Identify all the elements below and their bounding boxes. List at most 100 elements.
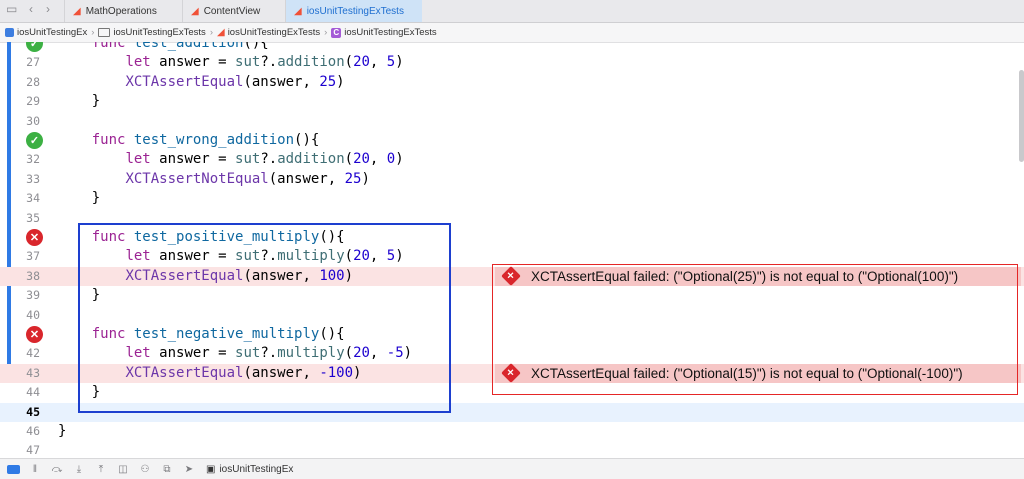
project-icon — [5, 28, 14, 37]
pause-icon[interactable]: ‖ — [32, 463, 38, 475]
tab-label: MathOperations — [85, 5, 157, 17]
code-line[interactable]: 29 } — [0, 92, 1024, 111]
code-line[interactable]: 30 — [0, 112, 1024, 131]
line-number: 42 — [26, 346, 40, 361]
app-icon: ▣ — [206, 463, 216, 475]
line-number: 30 — [26, 113, 40, 128]
code-text: XCTAssertEqual(answer, 100) — [125, 267, 354, 284]
change-bar — [7, 42, 11, 383]
step-into-icon[interactable]: ⤓ — [76, 463, 82, 475]
code-text: let answer = sut?.addition(20, 0) — [125, 151, 404, 168]
line-number: 38 — [26, 268, 40, 283]
line-number: 32 — [26, 152, 40, 167]
line-number: 35 — [26, 210, 40, 225]
line-number: 33 — [26, 171, 40, 186]
error-message: XCTAssertEqual failed: ("Optional(15)") … — [531, 365, 963, 381]
swift-file-icon: ◢ — [73, 5, 81, 17]
chevron-right-icon: › — [91, 27, 95, 38]
environment-icon[interactable]: ⧉ — [163, 463, 171, 475]
code-text: func test_wrong_addition(){ — [91, 132, 320, 148]
code-text: } — [58, 287, 101, 304]
breadcrumb-file[interactable]: ◢ iosUnitTestingExTests — [216, 27, 321, 38]
tab-iosunittestingextests[interactable]: ◢ iosUnitTestingExTests — [285, 0, 422, 22]
line-number: 27 — [26, 55, 40, 70]
test-passed-icon[interactable]: ✓ — [26, 42, 43, 52]
code-line[interactable]: 44 } — [0, 383, 1024, 402]
folder-icon — [98, 28, 111, 37]
swift-file-icon: ◢ — [294, 5, 302, 17]
vertical-scrollbar[interactable] — [1019, 70, 1024, 162]
code-line[interactable]: 33 XCTAssertNotEqual(answer, 25) — [0, 170, 1024, 189]
chevron-right-icon: › — [209, 27, 213, 38]
swift-file-icon: ◢ — [191, 5, 199, 17]
code-line[interactable]: 37 let answer = sut?.multiply(20, 5) — [0, 247, 1024, 266]
code-line[interactable]: 31 func test_wrong_addition(){ — [0, 131, 1024, 150]
code-text: } — [58, 423, 67, 439]
code-line[interactable]: 46} — [0, 422, 1024, 441]
line-number: 37 — [26, 249, 40, 264]
code-line[interactable]: 34 } — [0, 189, 1024, 208]
tab-bar: ▭ ‹ › ◢ MathOperations ◢ ContentView ◢ i… — [0, 0, 1024, 23]
code-text: let answer = sut?.multiply(20, 5) — [125, 248, 404, 265]
breadcrumb: iosUnitTestingEx › iosUnitTestingExTests… — [0, 23, 1024, 43]
breadcrumb-group[interactable]: iosUnitTestingExTests — [98, 27, 206, 38]
error-annotation[interactable]: ✕XCTAssertEqual failed: ("Optional(25)")… — [495, 266, 1021, 287]
breadcrumb-project[interactable]: iosUnitTestingEx — [0, 27, 87, 38]
tab-label: ContentView — [203, 5, 261, 17]
line-number: 46 — [26, 424, 40, 438]
tab-mathoperations[interactable]: ◢ MathOperations — [64, 0, 182, 22]
error-message: XCTAssertEqual failed: ("Optional(25)") … — [531, 268, 959, 284]
swift-file-icon: ◢ — [216, 27, 225, 38]
tab-contentview[interactable]: ◢ ContentView — [182, 0, 292, 22]
forward-icon[interactable]: › — [46, 2, 50, 16]
debug-target[interactable]: ▣ iosUnitTestingEx — [206, 463, 294, 475]
code-text: func test_negative_multiply(){ — [91, 326, 345, 342]
code-text: } — [58, 190, 101, 207]
back-icon[interactable]: ‹ — [29, 2, 33, 16]
code-editor[interactable]: 26 func test_addition(){27 let answer = … — [0, 42, 1024, 458]
code-line[interactable]: 35 — [0, 209, 1024, 228]
code-text: func test_positive_multiply(){ — [91, 229, 345, 245]
line-number: 47 — [26, 443, 40, 458]
line-number: 29 — [26, 94, 40, 109]
annotation-box-error-messages — [492, 264, 1018, 395]
code-line[interactable]: 28 XCTAssertEqual(answer, 25) — [0, 73, 1024, 92]
error-annotation[interactable]: ✕XCTAssertEqual failed: ("Optional(15)")… — [495, 363, 1021, 384]
class-icon: C — [331, 27, 342, 38]
code-line[interactable]: 40 — [0, 306, 1024, 325]
code-text: XCTAssertEqual(answer, -100) — [125, 364, 362, 381]
code-text: let answer = sut?.addition(20, 5) — [125, 54, 404, 71]
code-line[interactable]: 42 let answer = sut?.multiply(20, -5) — [0, 344, 1024, 363]
view-hierarchy-icon[interactable]: ◫ — [118, 463, 128, 475]
sidebar-toggle-icon[interactable]: ▭ — [6, 2, 18, 16]
code-line[interactable]: 47 — [0, 441, 1024, 458]
debug-bar: ‖ ⤼ ⤓ ⤒ ◫ ⚇ ⧉ ➤ ▣ iosUnitTestingEx — [0, 458, 1024, 479]
code-line[interactable]: 26 func test_addition(){ — [0, 42, 1024, 53]
code-text: XCTAssertNotEqual(answer, 25) — [125, 170, 370, 187]
line-number: 34 — [26, 191, 40, 206]
step-out-icon[interactable]: ⤒ — [98, 463, 104, 475]
line-number: 40 — [26, 307, 40, 322]
line-number: 45 — [26, 404, 40, 419]
line-number: 39 — [26, 288, 40, 303]
code-text: func test_addition(){ — [91, 42, 269, 51]
breadcrumb-class[interactable]: C iosUnitTestingExTests — [331, 27, 437, 38]
tab-label: iosUnitTestingExTests — [306, 5, 404, 17]
annotation-box-failing-tests — [78, 223, 451, 413]
code-text: } — [58, 384, 101, 401]
test-passed-icon[interactable]: ✓ — [26, 132, 43, 149]
location-icon[interactable]: ➤ — [184, 463, 194, 475]
code-text: XCTAssertEqual(answer, 25) — [125, 73, 345, 90]
test-failed-icon[interactable]: ✕ — [26, 326, 43, 343]
memory-graph-icon[interactable]: ⚇ — [140, 463, 150, 475]
code-line[interactable]: 27 let answer = sut?.addition(20, 5) — [0, 53, 1024, 72]
test-failed-icon[interactable]: ✕ — [26, 229, 43, 246]
code-line[interactable]: 45 — [0, 402, 1024, 422]
code-line[interactable]: 32 let answer = sut?.addition(20, 0) — [0, 150, 1024, 169]
console-toggle-icon[interactable] — [7, 464, 20, 474]
code-line[interactable]: 39 } — [0, 286, 1024, 305]
line-number: 28 — [26, 74, 40, 89]
code-text: } — [58, 93, 101, 110]
code-line[interactable]: 36 func test_positive_multiply(){ — [0, 228, 1024, 247]
step-over-icon[interactable]: ⤼ — [51, 463, 63, 475]
